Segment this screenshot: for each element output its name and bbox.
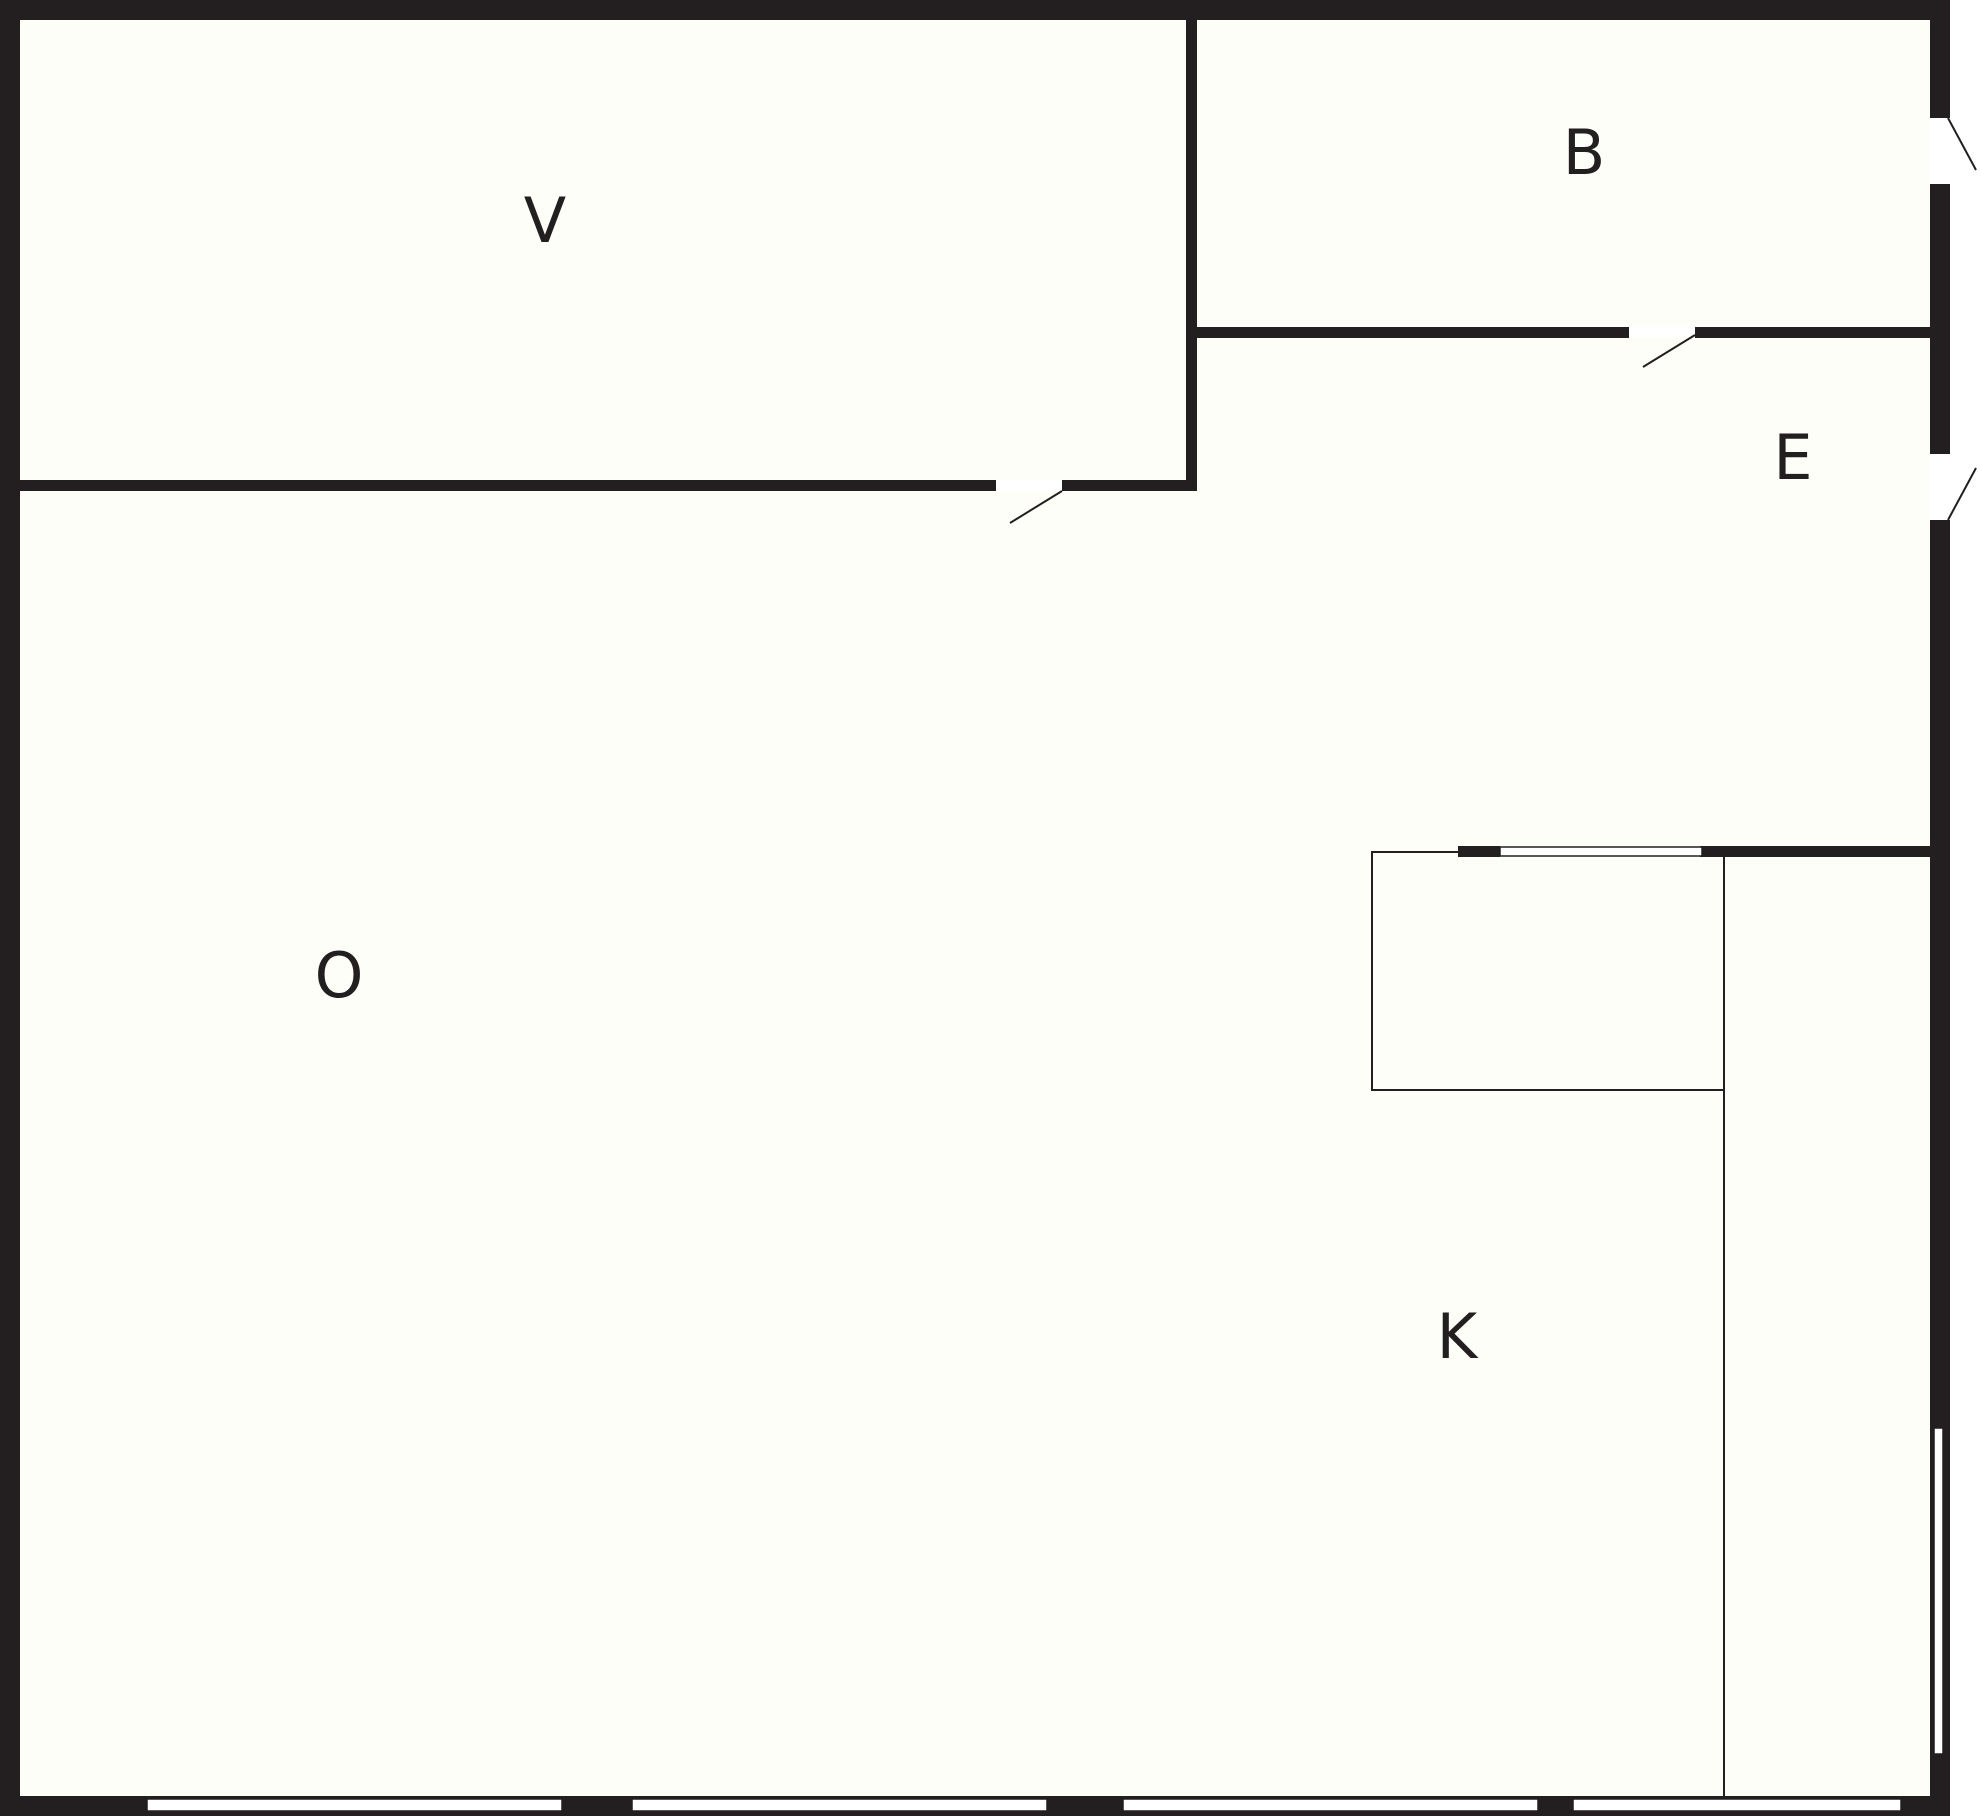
window-bottom-3: [1122, 1798, 1539, 1812]
wall-b-bottom: [1197, 327, 1930, 338]
door-opening-b: [1629, 327, 1695, 338]
wall-kitchen-top-stub: [1458, 846, 1500, 857]
kitchen-island-outline: [1371, 851, 1724, 1091]
window-bottom-1: [146, 1798, 563, 1812]
sliding-door-kitchen: [1499, 846, 1703, 857]
window-bottom-4: [1572, 1798, 1902, 1812]
door-swing-exterior-e: [1947, 467, 1977, 521]
door-opening-exterior-b: [1929, 118, 1950, 184]
room-label-o: O: [315, 939, 364, 1012]
wall-v-bottom: [20, 480, 1197, 491]
window-right: [1933, 1427, 1944, 1755]
window-bottom-2: [631, 1798, 1048, 1812]
door-opening-exterior-e: [1929, 454, 1950, 520]
wall-v-right: [1186, 20, 1197, 491]
door-opening-v: [996, 480, 1062, 491]
room-label-k: K: [1437, 1300, 1479, 1373]
door-swing-exterior-b: [1947, 117, 1977, 171]
door-swing-v: [1009, 490, 1063, 524]
room-label-e: E: [1773, 421, 1812, 494]
floor: [20, 20, 1930, 1796]
wall-kitchen-top: [1700, 846, 1930, 857]
room-label-b: B: [1563, 116, 1606, 189]
door-swing-b: [1642, 334, 1696, 368]
room-label-v: V: [524, 184, 566, 257]
